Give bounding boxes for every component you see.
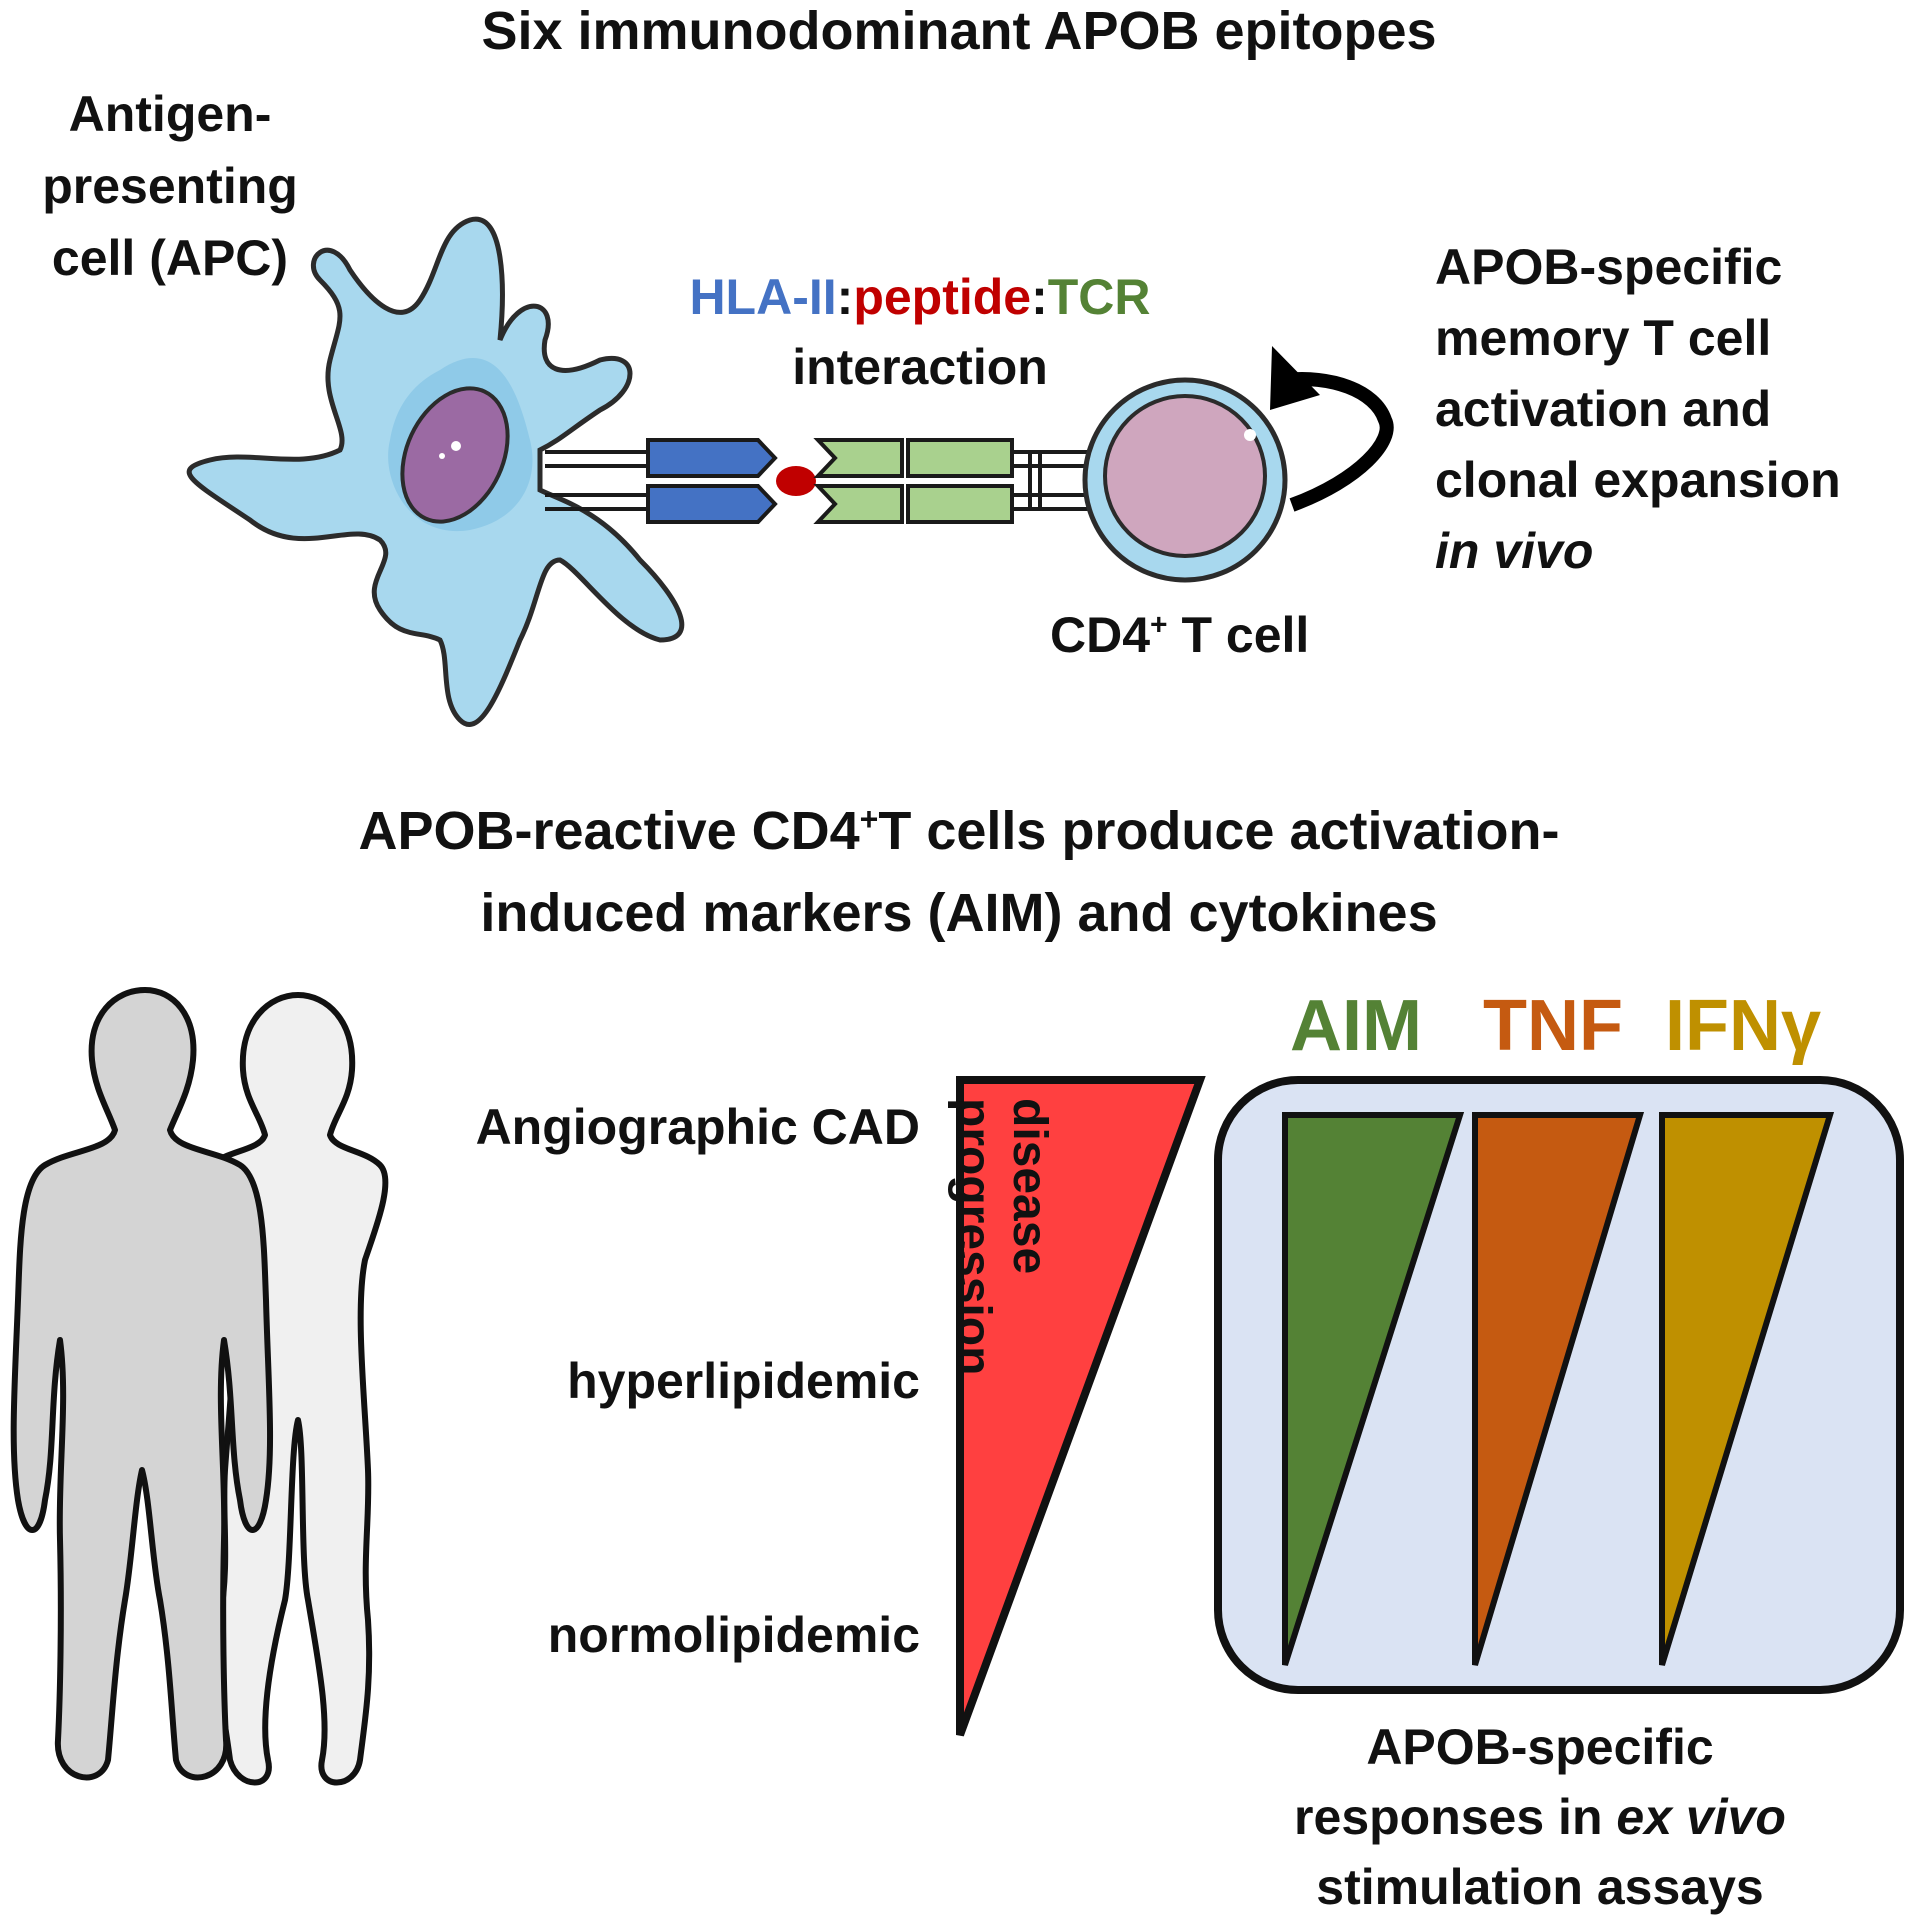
middle-title-b: T cells produce activation- [878, 801, 1560, 861]
middle-title-line2: induced markers (AIM) and cytokines [480, 883, 1438, 943]
cd4-sup: + [1150, 608, 1168, 642]
ifng-triangle [1659, 1112, 1835, 1666]
group-angiographic-cad: Angiographic CAD [475, 1099, 920, 1155]
bottom-line2-italic: ex vivo [1616, 1789, 1786, 1845]
apc-label-line2: presenting [42, 158, 298, 214]
apc-label: Antigen- presenting cell (APC) [20, 78, 320, 294]
t-cell-text: T cell [1167, 607, 1310, 663]
apc-cell-icon [186, 216, 685, 727]
apc-label-line1: Antigen- [68, 86, 272, 142]
aim-triangle [1282, 1112, 1465, 1666]
peptide-icon [776, 466, 816, 496]
disease-text: disease [1003, 1098, 1056, 1275]
cd4-t-cell-icon [1082, 377, 1288, 583]
memory-line5: in vivo [1435, 523, 1594, 579]
bottom-label: APOB-specific responses in ex vivo stimu… [1190, 1712, 1890, 1922]
sep2: : [1031, 269, 1048, 325]
bottom-line1: APOB-specific [1366, 1719, 1714, 1775]
middle-title: APOB-reactive CD4+T cells produce activa… [0, 778, 1918, 954]
group-normolipidemic: normolipidemic [547, 1607, 920, 1663]
memory-line3: activation and [1435, 381, 1772, 437]
hla-ii-text: HLA-II [689, 269, 837, 325]
hla-stalks [545, 450, 650, 511]
memory-line2: memory T cell [1435, 310, 1772, 366]
disease-progression-label: disease progression [945, 1098, 1057, 1375]
interaction-line2: interaction [792, 339, 1048, 395]
tcr-text: TCR [1047, 269, 1151, 325]
bottom-line3: stimulation assays [1316, 1859, 1764, 1915]
progression-text: progression [947, 1098, 1000, 1376]
memory-label: APOB-specific memory T cell activation a… [1435, 232, 1841, 587]
interaction-label: HLA-II:peptide:TCR interaction [620, 262, 1220, 402]
readout-tnf-label: TNF [1483, 986, 1623, 1066]
human-silhouettes-icon [10, 987, 389, 1786]
readout-aim-label: AIM [1290, 986, 1422, 1066]
group-hyperlipidemic: hyperlipidemic [567, 1353, 920, 1409]
middle-title-a: APOB-reactive CD4 [358, 801, 860, 861]
apc-label-line3: cell (APC) [51, 230, 289, 286]
memory-line4: clonal expansion [1435, 452, 1841, 508]
readout-panel [1214, 1076, 1904, 1694]
sep1: : [836, 269, 854, 325]
disease-progression-triangle [956, 1076, 1206, 1737]
peptide-text: peptide [853, 269, 1032, 325]
interaction-line1: HLA-II:peptide:TCR [620, 262, 1220, 332]
bottom-line2: responses in ex vivo [1190, 1782, 1890, 1852]
middle-title-line1: APOB-reactive CD4+T cells produce activa… [0, 778, 1918, 872]
cd4-t-cell-label: CD4+ T cell [1050, 606, 1309, 664]
cd4-text: CD4 [1050, 607, 1151, 663]
tcr-molecule-icon [813, 438, 1014, 524]
activation-arrow-icon [1270, 346, 1394, 512]
tnf-triangle [1472, 1112, 1645, 1666]
hla-ii-molecule-icon [646, 438, 778, 524]
readout-ifng-label: IFNγ [1665, 986, 1822, 1066]
top-title: Six immunodominant APOB epitopes [481, 1, 1437, 61]
middle-title-sup: + [859, 801, 879, 837]
bottom-line2-a: responses in [1294, 1789, 1617, 1845]
memory-line1: APOB-specific [1435, 239, 1783, 295]
